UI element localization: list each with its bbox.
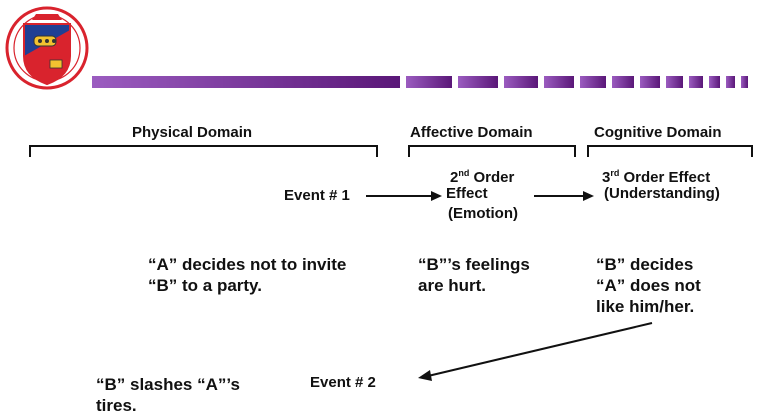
second-order-number: 2 bbox=[450, 169, 459, 186]
third-order-effect: 3rd Order Effect bbox=[602, 164, 710, 187]
event2-label: Event # 2 bbox=[310, 374, 376, 391]
event1-label: Event # 1 bbox=[284, 187, 350, 204]
unit-crest-logo bbox=[2, 6, 92, 90]
third-order-suffix: rd bbox=[610, 168, 620, 178]
header-band bbox=[92, 76, 748, 88]
third-order-number: 3 bbox=[602, 169, 611, 186]
third-order-words: Order Effect bbox=[619, 169, 711, 186]
event1-arrowhead bbox=[431, 191, 442, 201]
second-order-emotion: (Emotion) bbox=[448, 205, 518, 222]
event2-arrow-line bbox=[427, 322, 653, 377]
third-order-understanding: (Understanding) bbox=[604, 185, 720, 202]
affective-statement: “B”’s feelings are hurt. bbox=[418, 255, 530, 295]
event2-arrowhead bbox=[418, 370, 432, 381]
second-order-effect-line2: Effect bbox=[446, 185, 488, 202]
affective-domain-bracket bbox=[408, 145, 576, 157]
second-order-word: Order bbox=[469, 169, 515, 186]
second-order-effect: 2nd Order bbox=[450, 164, 514, 187]
cognitive-statement: “B” decides “A” does not like him/her. bbox=[596, 255, 701, 316]
crest-icon bbox=[5, 6, 89, 90]
physical-domain-bracket bbox=[29, 145, 378, 157]
second-order-suffix: nd bbox=[458, 168, 470, 178]
physical-domain-label: Physical Domain bbox=[132, 124, 253, 141]
cognitive-domain-label: Cognitive Domain bbox=[594, 124, 722, 141]
cognitive-domain-bracket bbox=[587, 145, 753, 157]
emotion-arrowhead bbox=[583, 191, 594, 201]
result-statement: “B” slashes “A”’s tires. bbox=[96, 375, 240, 415]
affective-domain-label: Affective Domain bbox=[410, 124, 533, 141]
physical-statement: “A” decides not to invite “B” to a party… bbox=[148, 255, 347, 295]
